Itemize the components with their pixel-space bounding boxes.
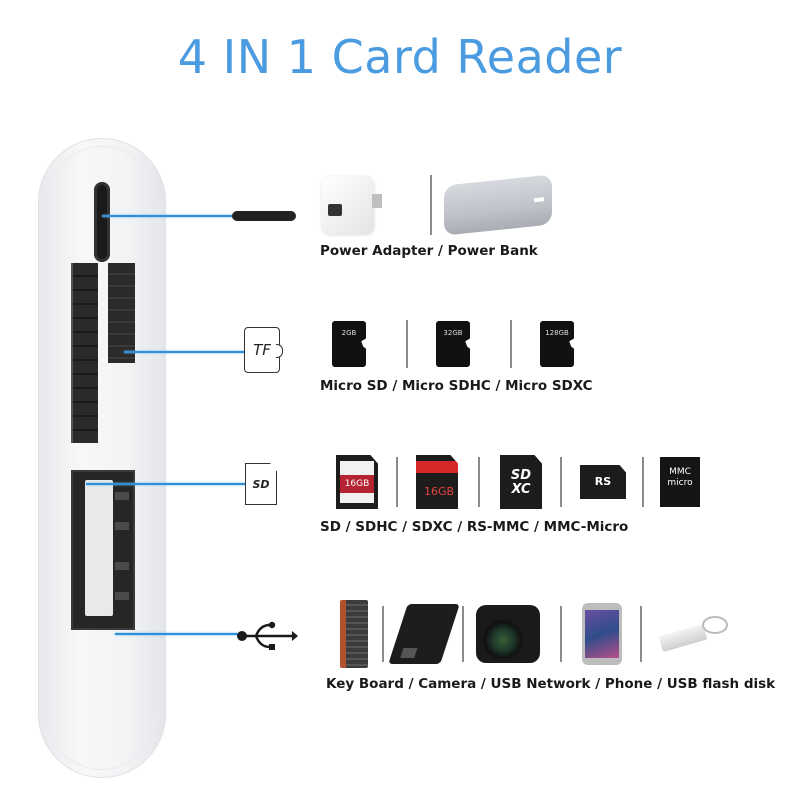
row-label-sd: SD / SDHC / SDXC / RS-MMC / MMC-Micro xyxy=(320,519,629,535)
rs-mmc-card-image: RS MMC xyxy=(580,465,626,499)
keyboard-image xyxy=(340,600,368,668)
camera-lens xyxy=(482,619,524,661)
lightning-port xyxy=(94,182,110,262)
micro-sdhc-card-image: 32GB xyxy=(436,321,470,367)
sd-card-image: 16GB xyxy=(336,455,378,509)
phone-image xyxy=(582,603,622,665)
sdhc-card-band xyxy=(416,461,458,473)
connector-line-lightning xyxy=(102,215,234,217)
usb-network-adapter-image xyxy=(388,604,460,664)
usb-port xyxy=(71,470,135,630)
sd-card-slot xyxy=(71,263,98,443)
row-label-power: Power Adapter / Power Bank xyxy=(320,243,538,259)
micro-sd-card-image: 2GB xyxy=(332,321,366,367)
usb-flash-disk-image xyxy=(658,614,730,654)
usb-pin xyxy=(115,522,129,530)
connector-line-usb xyxy=(115,633,240,635)
separator xyxy=(382,606,384,662)
connector-line-tf xyxy=(124,351,246,353)
usb-pin xyxy=(115,562,129,570)
usb-pin xyxy=(115,492,129,500)
cable-tip-icon xyxy=(232,211,296,221)
separator xyxy=(642,457,644,507)
usb-pin xyxy=(115,592,129,600)
sdhc-card-capacity: 16GB xyxy=(424,485,455,498)
separator xyxy=(406,320,408,368)
row-label-usb: Key Board / Camera / USB Network / Phone… xyxy=(326,676,776,692)
usb-icon xyxy=(237,621,298,650)
separator xyxy=(510,320,512,368)
separator xyxy=(640,606,642,662)
sdhc-card-image: 16GB xyxy=(416,455,458,509)
tf-card-icon: TF xyxy=(244,327,283,373)
ethernet-jack xyxy=(400,648,418,658)
separator xyxy=(560,606,562,662)
sdxc-logo: SD XC xyxy=(510,468,532,497)
adapter-usb-port xyxy=(328,204,342,216)
row-sd: 16GB 16GB SD XC RS MMC MMC micro SD / SD… xyxy=(320,455,700,535)
power-bank-port xyxy=(534,197,544,203)
row-usb: Key Board / Camera / USB Network / Phone… xyxy=(320,600,775,692)
row-power: Power Adapter / Power Bank xyxy=(320,174,552,259)
connector-line-sd xyxy=(86,483,246,485)
device-inner-outline xyxy=(46,146,158,770)
tf-card-slot xyxy=(108,263,135,363)
sdxc-card-image: SD XC xyxy=(500,455,542,509)
power-bank-image xyxy=(444,174,552,236)
mmc-micro-card-image: MMC micro xyxy=(660,457,700,507)
separator xyxy=(478,457,480,507)
sd-card-band: 16GB xyxy=(340,475,374,493)
flash-disk-body xyxy=(658,623,708,653)
camera-image xyxy=(476,605,540,663)
row-label-micro-sd: Micro SD / Micro SDHC / Micro SDXC xyxy=(320,378,593,394)
phone-screen xyxy=(585,610,619,658)
page-title: 4 IN 1 Card Reader xyxy=(177,30,623,84)
adapter-prong xyxy=(372,194,382,208)
power-adapter-image xyxy=(322,176,382,234)
row-micro-sd: 2GB 32GB 128GB Micro SD / Micro SDHC / M… xyxy=(320,320,593,394)
micro-sdxc-card-image: 128GB xyxy=(540,321,574,367)
usb-port-tongue xyxy=(85,480,113,616)
separator xyxy=(430,175,432,235)
flash-disk-keyring xyxy=(702,616,728,634)
sd-card-icon: SD xyxy=(245,463,277,505)
separator xyxy=(560,457,562,507)
separator xyxy=(462,606,464,662)
separator xyxy=(396,457,398,507)
